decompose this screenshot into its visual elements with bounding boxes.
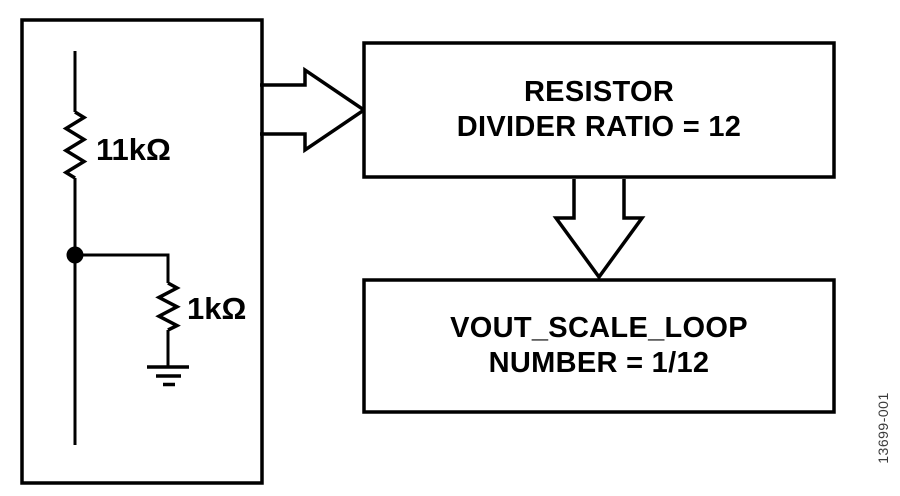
wire-branch (75, 253, 170, 283)
resistor-divider-box (362, 41, 836, 179)
ground-symbol (147, 365, 189, 387)
figure-number-label: 13699-001 (875, 392, 891, 464)
block-arrow-down-icon (552, 179, 646, 280)
r2-value-label: 1kΩ (187, 291, 247, 326)
resistor-symbol-1k (155, 281, 181, 332)
r1-value-label: 11kΩ (96, 132, 171, 167)
input-circuit-box (20, 18, 264, 485)
resistor-symbol-11k (62, 110, 88, 180)
vout-scale-box (362, 278, 836, 414)
block-arrow-right-icon (260, 66, 368, 154)
